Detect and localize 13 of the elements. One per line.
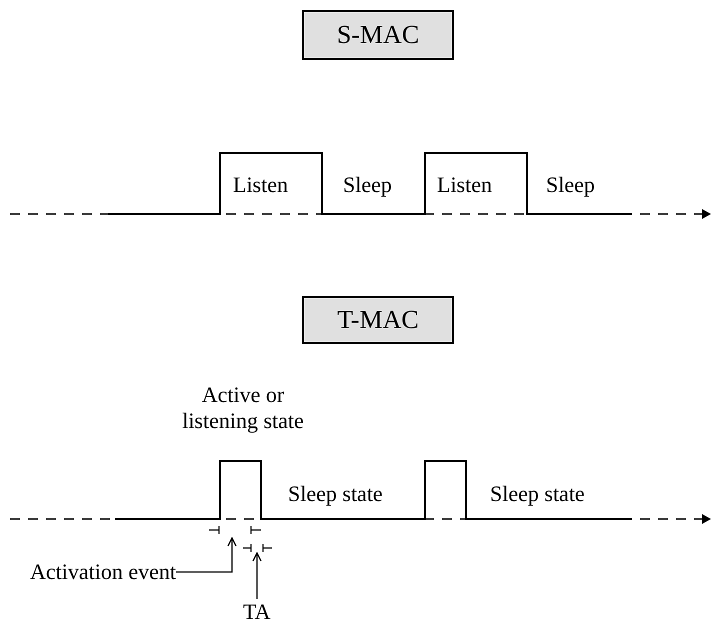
state-label: Listen: [233, 172, 288, 198]
title-box: T-MAC: [302, 296, 454, 344]
state-label: Listen: [437, 172, 492, 198]
state-label: Sleep state: [288, 481, 383, 507]
leader-arrow: [176, 537, 237, 573]
title-box: S-MAC: [302, 10, 454, 60]
leader-arrow: [252, 552, 262, 599]
annotation-text: Activation event: [30, 559, 176, 585]
state-label: Sleep: [546, 172, 595, 198]
annotation-text: TA: [243, 599, 271, 625]
state-label: Sleep: [343, 172, 392, 198]
state-label: Active or listening state: [181, 382, 305, 434]
state-label: Sleep state: [490, 481, 585, 507]
